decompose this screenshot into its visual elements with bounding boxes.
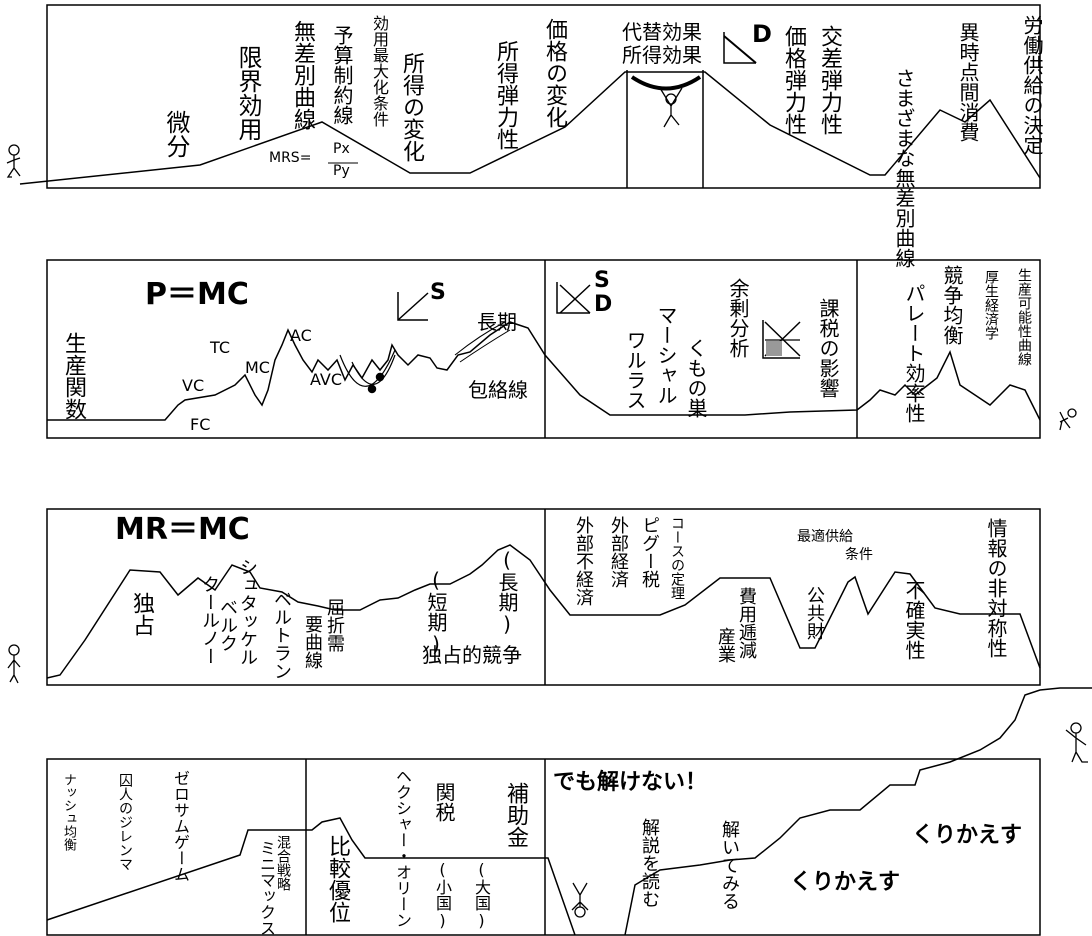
label-hiyo-teigen1: 費用逓減 — [736, 587, 757, 659]
label-choki: 長期 — [477, 310, 517, 334]
label-coase: コースの定理 — [669, 516, 685, 600]
label-hikaku: 比較優位 — [325, 835, 350, 923]
label-kosei-keizai: 厚生経済学 — [983, 270, 999, 340]
label-kongo: 混合戦略 — [275, 835, 291, 891]
label-ijikan-shohi: 異時点間消費 — [956, 22, 980, 142]
label-choki3: (長期) — [495, 548, 519, 636]
label-kumonosu: くもの巣 — [684, 338, 708, 418]
row2-frame — [46, 259, 1041, 439]
label-daitai-koka: 代替効果 — [622, 20, 702, 44]
label-s: S — [430, 280, 446, 305]
label-px: Px — [333, 141, 350, 157]
label-cournot: クールノー — [199, 575, 220, 665]
label-mc: MC — [245, 358, 270, 377]
label-kussetsu2: 要曲線 — [302, 615, 323, 669]
label-pigou: ピグー税 — [639, 516, 660, 588]
stick-figure-walking — [6, 144, 21, 178]
row1-frame — [46, 4, 1041, 189]
label-mr-mc: MR＝MC — [115, 512, 250, 547]
row4-frame — [46, 758, 1041, 936]
label-demo: でも解けない！ — [553, 770, 708, 795]
label-samazama: さまざまな無差別曲線 — [892, 68, 916, 268]
label-saiteki1: 最適供給 — [797, 529, 853, 545]
label-p-mc: P＝MC — [145, 277, 249, 312]
label-zerosum: ゼロサムゲーム — [171, 770, 190, 882]
label-bertrand: ベルトラン — [271, 590, 292, 680]
label-shotoku-koka: 所得効果 — [622, 43, 702, 67]
label-kurikaesu-upper: くりかえす — [912, 823, 1023, 848]
label-fukakujitsu: 不確実性 — [902, 580, 926, 660]
label-kurikaesu-lower: くりかえす — [790, 870, 901, 895]
row4-left-ridge — [46, 817, 576, 936]
row1-ridge — [19, 71, 1041, 185]
row3-ridge — [46, 544, 1041, 679]
stick-figure-standing — [7, 644, 21, 684]
label-sd-d: D — [594, 292, 613, 317]
label-dokusenteki: 独占的競争 — [422, 643, 522, 667]
row3-frame — [46, 508, 1041, 686]
label-shotoku-henka: 所得の変化 — [399, 52, 424, 162]
label-pareto: パレート効率性 — [902, 283, 926, 423]
label-d: D — [752, 20, 772, 48]
label-avc: AVC — [310, 370, 343, 389]
label-fc: FC — [190, 415, 211, 434]
label-saiteki2: 条件 — [845, 547, 873, 563]
label-hecksher: ヘクシャー・オリーン — [393, 768, 412, 928]
stick-figure-upside-down — [571, 882, 589, 918]
label-py: Py — [333, 163, 350, 179]
label-marshall: マーシャル — [654, 305, 678, 405]
stick-figure-summit — [1065, 722, 1088, 763]
label-gaibu-fukeizai: 外部不経済 — [573, 516, 594, 606]
stick-figure-fallen — [1059, 408, 1077, 431]
label-taikoku: (大国) — [472, 860, 491, 930]
label-kakaku-danryoku: 価格弾力性 — [781, 25, 806, 135]
label-mutabetsu: 無差別曲線 — [290, 20, 315, 130]
label-mrs: MRS= — [269, 150, 312, 166]
label-kakaku-henka: 価格の変化 — [542, 18, 567, 128]
label-rodo-kyokyu: 労働供給の決定 — [1020, 15, 1044, 155]
label-kanzei: 関税 — [432, 782, 456, 822]
label-tc: TC — [210, 338, 231, 357]
label-dokusen: 独占 — [129, 592, 154, 636]
label-stackelberg1: シュタッケル — [237, 558, 258, 666]
label-kazei-eikyo: 課税の影響 — [816, 298, 840, 398]
label-kaisetsu: 解説を読む — [639, 818, 660, 908]
label-kyoso-kinko: 競争均衡 — [940, 265, 964, 345]
label-yosan: 予算制約線 — [330, 25, 354, 125]
label-seisan-kanosei: 生産可能性曲線 — [1016, 268, 1032, 366]
intersection-dot — [375, 372, 385, 382]
label-stackelberg2: ベルク — [217, 598, 238, 652]
intersection-dot — [367, 384, 377, 394]
label-toite: 解いてみる — [719, 820, 740, 910]
label-walras: ワルラス — [623, 330, 647, 410]
label-gaibu-keizai: 外部経済 — [608, 516, 629, 588]
label-horakusen: 包絡線 — [468, 378, 528, 402]
label-bidan: 微分 — [162, 110, 190, 158]
label-hojokin: 補助金 — [503, 782, 528, 848]
label-minimax: ミニマックス — [257, 840, 276, 936]
label-joyo-bunseki: 余剰分析 — [726, 278, 750, 358]
row2-ridge — [47, 321, 1041, 421]
label-johono: 情報の非対称性 — [984, 518, 1008, 658]
label-hiyo-teigen2: 産業 — [715, 627, 736, 663]
label-ac: AC — [290, 326, 312, 345]
label-kokyozai: 公共財 — [804, 586, 825, 640]
label-vc: VC — [182, 376, 205, 395]
label-kosa-danryoku: 交差弾力性 — [817, 25, 842, 135]
label-shokoku: (小国) — [433, 860, 452, 930]
label-shujin: 囚人のジレンマ — [117, 773, 133, 871]
label-shotoku-danryoku: 所得弾力性 — [493, 40, 518, 150]
label-seisan-kansu: 生産関数 — [61, 332, 86, 420]
stick-figure-hanging — [659, 87, 683, 128]
label-genkai-koyo: 限界効用 — [234, 45, 262, 141]
row4-right-ridge — [624, 687, 1092, 936]
label-koyo-saidaika: 効用最大化条件 — [370, 15, 389, 127]
label-kussetsu1: 屈折需 — [324, 598, 345, 652]
label-nash: ナッシュ均衡 — [61, 773, 76, 851]
label-sd-s: S — [594, 268, 610, 293]
label-tanki: (短期) — [424, 568, 448, 656]
